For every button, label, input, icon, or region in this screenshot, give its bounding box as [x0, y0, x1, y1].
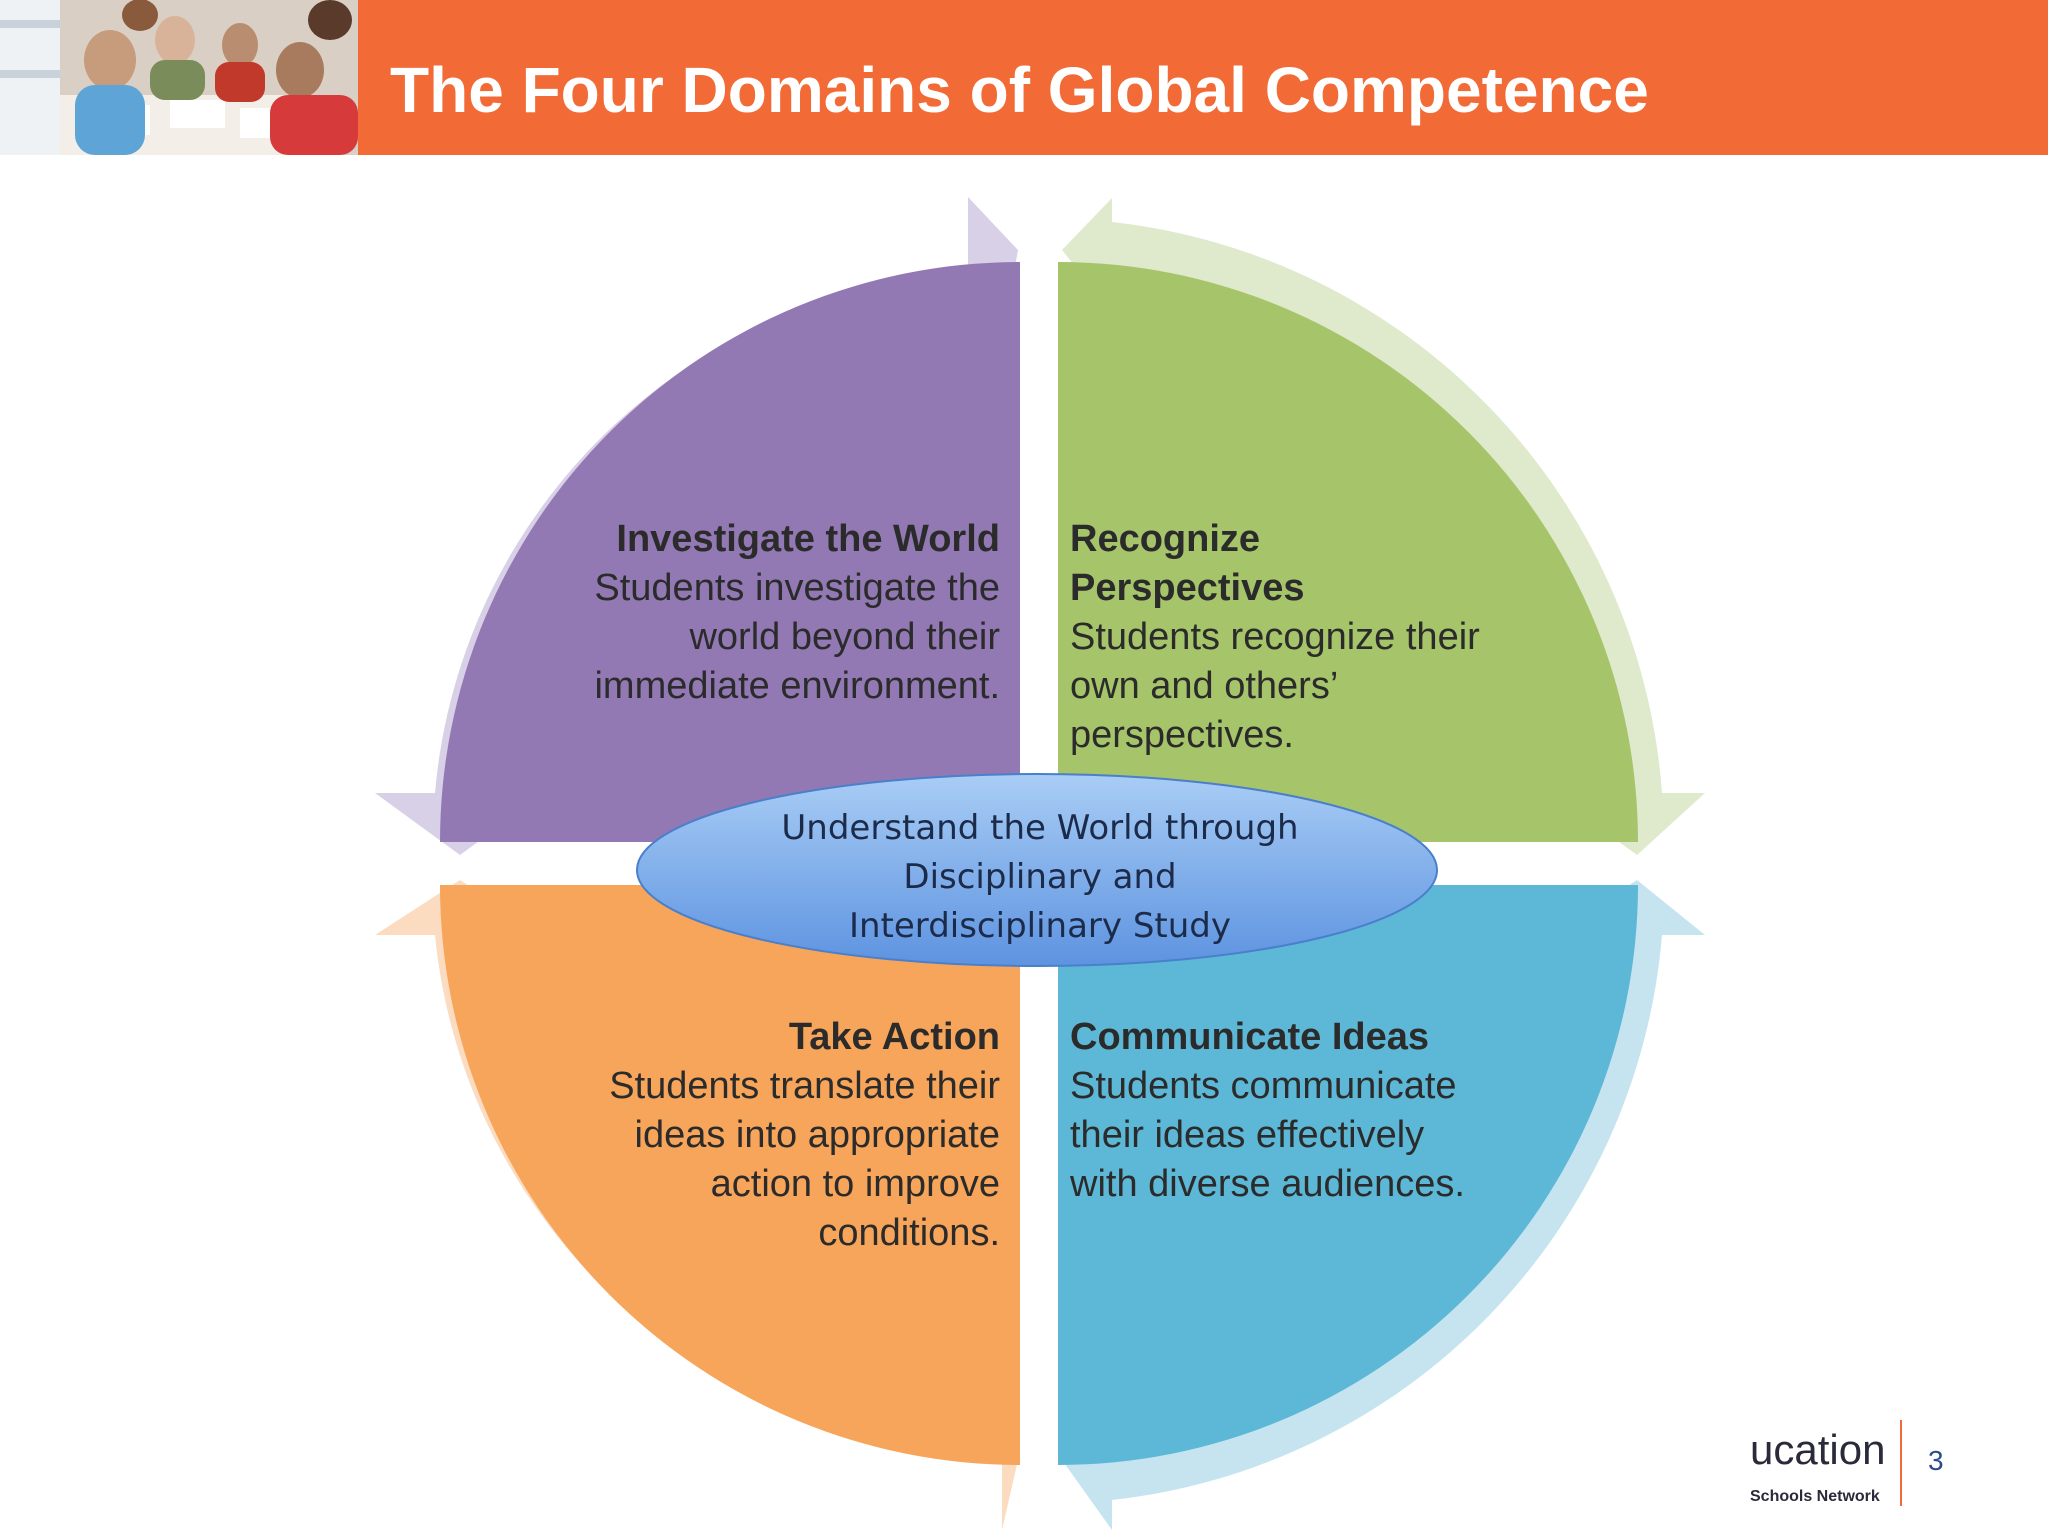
quadrant-recognize-text: Recognize Perspectives Students recogniz… — [1070, 515, 1550, 760]
action-heading: Take Action — [788, 1016, 1000, 1058]
investigate-heading: Investigate the World — [616, 518, 1000, 560]
footer-logo-text: ucation — [1750, 1426, 1886, 1473]
investigate-line-3: immediate environment. — [594, 665, 1000, 707]
investigate-line-2: world beyond their — [689, 616, 1000, 658]
communicate-line-1: Students communicate — [1070, 1065, 1457, 1107]
quadrant-action — [440, 885, 1020, 1465]
center-line-2: Disciplinary and — [903, 857, 1177, 897]
center-ellipse — [636, 773, 1438, 967]
arrow-investigate — [375, 197, 1018, 855]
recognize-heading-line-2: Perspectives — [1070, 567, 1305, 609]
arrow-action — [375, 880, 1018, 1530]
action-line-3: action to improve — [710, 1163, 1000, 1205]
quadrant-action-text: Take Action Students translate their ide… — [520, 1013, 1000, 1258]
arrow-communicate — [1062, 880, 1705, 1530]
action-line-2: ideas into appropriate — [634, 1114, 1000, 1156]
slide-title: The Four Domains of Global Competence — [390, 54, 1649, 126]
action-line-4: conditions. — [818, 1212, 1000, 1254]
action-line-1: Students translate their — [609, 1065, 1000, 1107]
recognize-heading-line-1: Recognize — [1070, 518, 1261, 560]
recognize-line-1: Students recognize their — [1070, 616, 1480, 658]
arrow-recognize — [1062, 198, 1705, 855]
quadrant-communicate — [1058, 885, 1638, 1465]
center-line-1: Understand the World through — [781, 808, 1299, 848]
communicate-line-3: with diverse audiences. — [1070, 1163, 1465, 1205]
footer-logo-subtext: Schools Network — [1750, 1488, 1880, 1505]
communicate-line-2: their ideas effectively — [1070, 1114, 1425, 1156]
center-line-3: Interdisciplinary Study — [848, 906, 1232, 946]
quadrant-investigate — [440, 262, 1020, 842]
investigate-line-1: Students investigate the — [594, 567, 1000, 609]
page-number: 3 — [1928, 1445, 1944, 1476]
recognize-line-3: perspectives. — [1070, 714, 1294, 756]
quadrant-recognize — [1058, 262, 1638, 842]
center-text: Understand the World through Disciplinar… — [700, 804, 1380, 951]
quadrant-investigate-text: Investigate the World Students investiga… — [520, 515, 1000, 711]
communicate-heading: Communicate Ideas — [1070, 1016, 1429, 1058]
recognize-line-2: own and others’ — [1070, 665, 1339, 707]
footer-divider — [1900, 1420, 1902, 1506]
header-photo — [0, 0, 358, 155]
quadrant-communicate-text: Communicate Ideas Students communicate t… — [1070, 1013, 1550, 1209]
